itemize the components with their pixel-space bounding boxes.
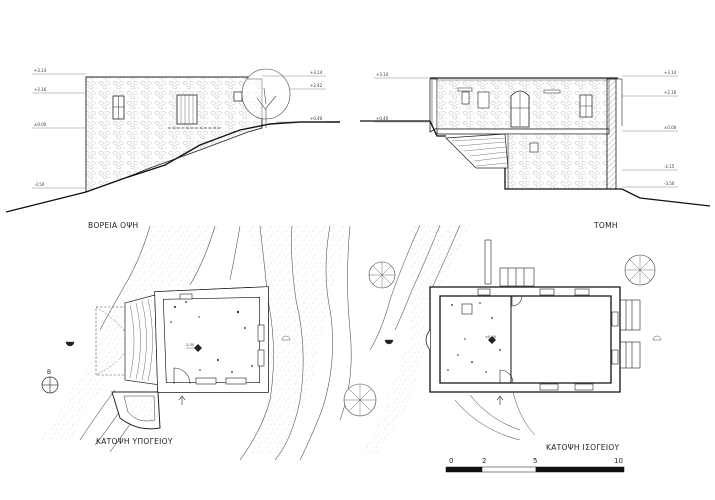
levels-right: +3.14 +2.42 +0.40: [262, 70, 326, 123]
window: [574, 383, 594, 391]
window: [457, 87, 473, 92]
window: [539, 383, 559, 391]
floor-slab: [436, 128, 610, 135]
window: [257, 324, 265, 342]
level-label: ±0.00: [485, 335, 497, 339]
section-stair: [445, 133, 509, 169]
interior-stones: [170, 301, 253, 373]
window: [477, 288, 491, 296]
window: [539, 288, 555, 296]
terrain-band: [245, 226, 350, 455]
window: [611, 311, 619, 327]
level-label: +3.14: [310, 70, 323, 75]
scale-tick: 0: [449, 457, 453, 465]
window: [179, 293, 193, 300]
door: [176, 94, 198, 125]
window: [611, 349, 619, 365]
level-label: ±0.00: [664, 125, 677, 130]
north-elevation-title: ΒΟΡΕΙΑ ΟΨΗ: [88, 221, 138, 230]
scale-tick: 10: [614, 457, 623, 465]
level-label: -3.50: [185, 343, 195, 347]
right-steps: [619, 299, 641, 369]
ground-plan-title: ΚΑΤΟΨΗ ΙΣΟΓΕΙΟΥ: [546, 443, 620, 452]
scale-bar: 0 2 5 10: [445, 457, 625, 473]
section-right-wall: [606, 78, 617, 190]
tree: [241, 68, 291, 128]
tree: [343, 254, 656, 417]
level-label: +3.14: [376, 72, 389, 77]
scale-tick: 5: [533, 457, 537, 465]
window: [461, 303, 473, 315]
terrain-band: [360, 225, 470, 455]
level-label: -3.50: [664, 181, 675, 186]
window: [461, 91, 470, 105]
window: [225, 377, 247, 385]
north-arrow: Β: [41, 369, 59, 394]
basement-plan: -3.50 Β ΚΑΤΟΨΗ ΥΠΟΓΕΙΟΥ: [40, 225, 352, 461]
section-levels-left: +3.14 +0.40: [374, 72, 430, 123]
door-swing: [499, 369, 514, 384]
levels-left: +3.14 +2.16 ±0.00 -3.50: [32, 68, 86, 189]
window: [477, 91, 490, 109]
door-swing: [173, 367, 191, 385]
small-window: [529, 142, 539, 153]
level-label: +2.16: [664, 90, 677, 95]
north-label: Β: [47, 369, 51, 376]
ground-line: [5, 121, 340, 213]
door-swing: [511, 295, 523, 307]
basement-ramp: [124, 294, 161, 386]
ground-walls: [429, 286, 621, 393]
level-marker: -3.50: [185, 343, 202, 352]
level-label: +3.14: [34, 68, 47, 73]
section-levels-right: +3.14 +2.16 ±0.00 -2.15 -3.50: [622, 70, 678, 188]
level-label: +2.42: [310, 83, 323, 88]
entry-arrow: [178, 395, 186, 405]
window: [574, 288, 590, 296]
section-title: ΤΟΜΗ: [593, 221, 618, 230]
niche: [425, 329, 431, 351]
level-label: -2.15: [664, 164, 675, 169]
level-label: ±0.00: [34, 122, 47, 127]
ground-line: [360, 120, 711, 207]
level-label: -3.50: [34, 182, 45, 187]
level-label: +2.16: [34, 87, 47, 92]
contour-lines: [369, 224, 521, 441]
level-label: +0.40: [376, 116, 389, 121]
window: [543, 89, 561, 94]
level-label: +0.40: [310, 116, 323, 121]
section-lower-wall: [507, 133, 608, 190]
section-marker: [65, 341, 75, 347]
scale-tick: 2: [482, 457, 486, 465]
contour-lines: [79, 225, 352, 461]
entry-arrow: [496, 395, 504, 405]
basement-walls: [154, 286, 269, 393]
window: [195, 377, 217, 385]
section-marker: [384, 339, 394, 345]
section-marker: [652, 335, 662, 341]
section-marker: [281, 335, 291, 341]
section: +3.14 +0.40 +3.14 +2.16 ±0.00 -2.15 -3.5…: [360, 70, 711, 230]
level-marker: ±0.00: [485, 335, 497, 344]
ground-plan: ±0.00 ΚΑΤΟΨΗ ΙΣΟΓΕΙΟΥ: [343, 224, 662, 455]
post: [484, 239, 492, 285]
small-window: [233, 91, 243, 102]
level-label: +3.14: [664, 70, 677, 75]
basement-plan-title: ΚΑΤΟΨΗ ΥΠΟΓΕΙΟΥ: [96, 437, 173, 446]
external-stair: [499, 267, 535, 287]
north-elevation: +3.14 +2.16 ±0.00 -3.50 +3.14 +2.42 +0.4…: [5, 68, 340, 230]
window: [257, 349, 265, 367]
entrance-path: [512, 391, 536, 436]
